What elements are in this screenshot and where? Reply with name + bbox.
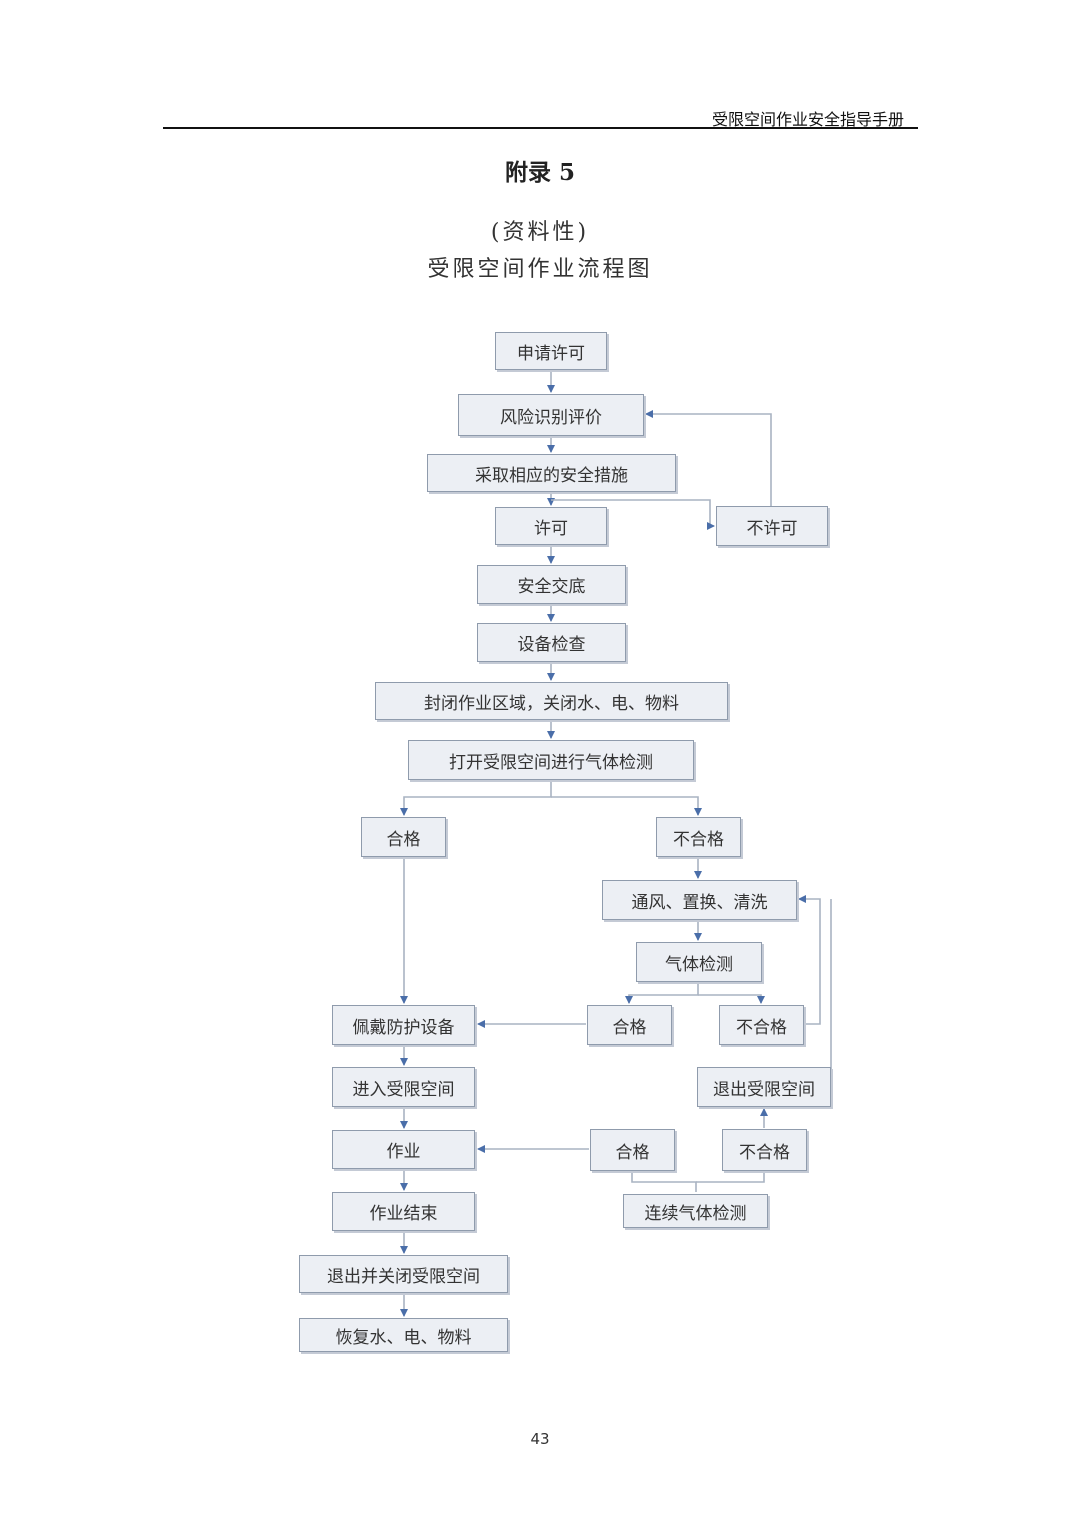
node-fail-3: 不合格 xyxy=(722,1129,807,1171)
node-fail-1: 不合格 xyxy=(656,817,741,857)
node-wear-ppe: 佩戴防护设备 xyxy=(332,1005,475,1045)
appendix-title: 附录 5 xyxy=(504,159,575,186)
node-enter-space: 进入受限空间 xyxy=(332,1067,475,1107)
node-pass-2: 合格 xyxy=(587,1005,672,1045)
node-pass-1: 合格 xyxy=(361,817,446,857)
node-work: 作业 xyxy=(332,1130,475,1169)
node-fail-2: 不合格 xyxy=(719,1005,804,1045)
edge-nopermit-risk xyxy=(645,410,772,506)
node-apply-permit: 申请许可 xyxy=(495,332,607,370)
running-header: 受限空间作业安全指导手册 xyxy=(711,110,904,129)
edge-measures-nopermit xyxy=(551,499,715,530)
edge-split-fail xyxy=(551,796,702,816)
edge-fail2-ventilate xyxy=(798,895,821,1025)
node-pass-3: 合格 xyxy=(590,1129,675,1171)
node-permit: 许可 xyxy=(495,507,607,545)
node-no-permit: 不许可 xyxy=(716,506,828,546)
node-risk-assessment: 风险识别评价 xyxy=(458,394,644,436)
node-work-end: 作业结束 xyxy=(332,1192,475,1231)
page-number: 43 xyxy=(530,1430,550,1448)
node-ventilate: 通风、置换、清洗 xyxy=(602,880,797,920)
node-gas-test: 气体检测 xyxy=(636,942,762,982)
edge-continuous-fail3 xyxy=(696,1171,765,1183)
node-safety-measures: 采取相应的安全措施 xyxy=(427,454,676,492)
edge-gastest-fail2 xyxy=(698,994,765,1004)
node-equipment-check: 设备检查 xyxy=(477,623,626,662)
node-continuous-gas-test: 连续气体检测 xyxy=(623,1194,768,1228)
edge-continuous-pass3 xyxy=(631,1171,697,1192)
node-safety-briefing: 安全交底 xyxy=(477,565,626,604)
appendix-note: (资料性) xyxy=(490,220,590,245)
edge-gastest-pass2 xyxy=(625,982,699,1004)
node-open-and-test: 打开受限空间进行气体检测 xyxy=(408,740,694,780)
node-exit-space: 退出受限空间 xyxy=(697,1067,831,1107)
node-isolate-area: 封闭作业区域，关闭水、电、物料 xyxy=(375,682,728,720)
header-rule xyxy=(163,127,918,129)
flowchart-title: 受限空间作业流程图 xyxy=(427,257,653,282)
node-restore-supply: 恢复水、电、物料 xyxy=(299,1318,508,1352)
node-exit-and-close: 退出并关闭受限空间 xyxy=(299,1255,508,1293)
edge-open-split xyxy=(400,780,552,816)
